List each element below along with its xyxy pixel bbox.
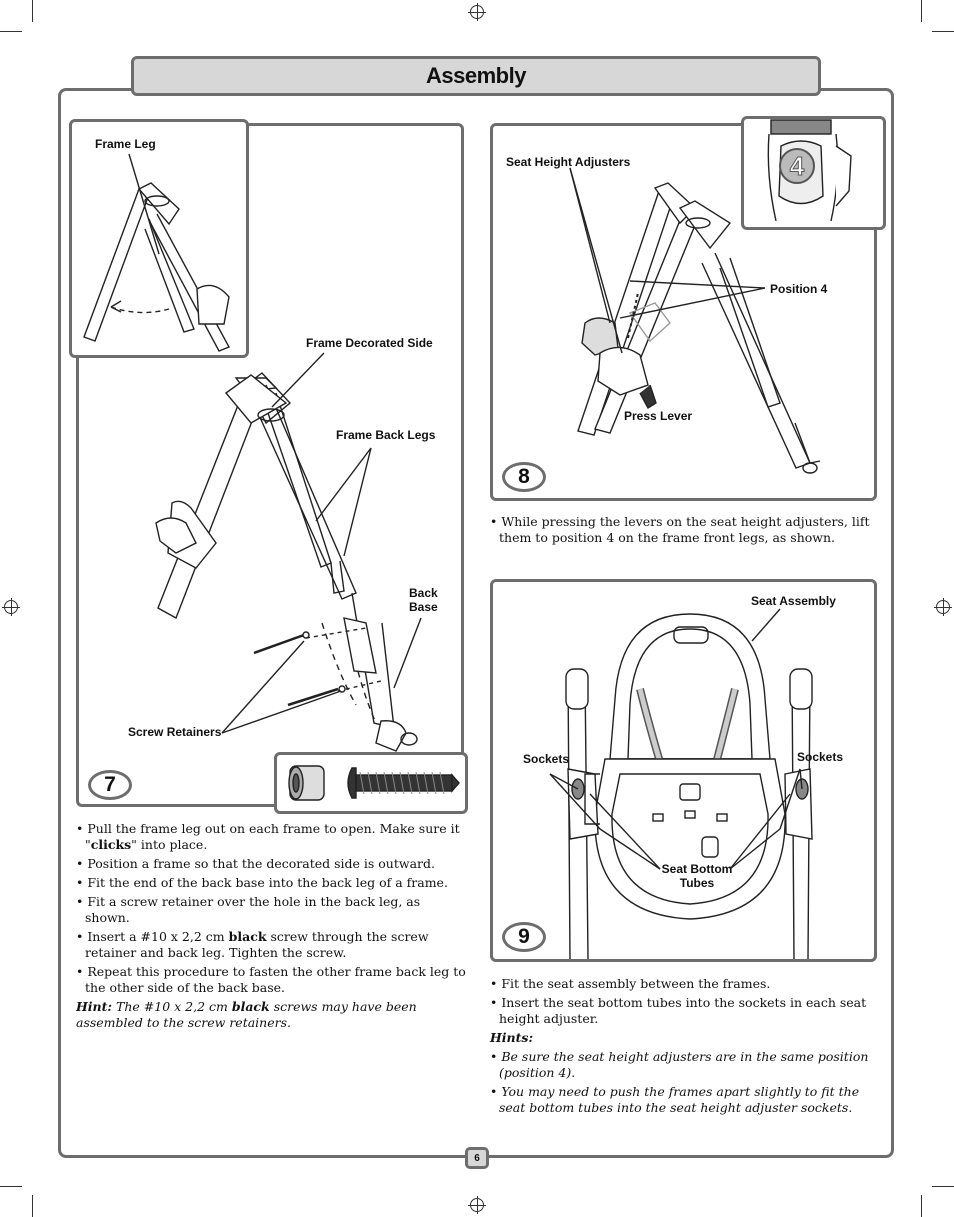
label-frame-back-legs: Frame Back Legs — [336, 428, 436, 442]
step7-panel — [76, 123, 464, 807]
label-frame-decorated-side: Frame Decorated Side — [306, 336, 433, 350]
instruction-item: • Fit the seat assembly between the fram… — [490, 976, 771, 991]
step9-instructions: • Fit the seat assembly between the fram… — [490, 976, 880, 1119]
step7-illustration — [155, 352, 422, 752]
step7-hint: Hint: The #10 x 2,2 cm black screws may … — [76, 999, 417, 1030]
screw-hardware-drawing — [288, 765, 460, 801]
label-press-lever: Press Lever — [624, 409, 693, 423]
step8-instructions: • While pressing the levers on the seat … — [490, 514, 880, 549]
step9-number: 9 — [502, 922, 546, 952]
step8-illustration — [569, 167, 821, 474]
crop-mark — [932, 1186, 954, 1187]
instruction-item: • Insert the seat bottom tubes into the … — [490, 995, 867, 1026]
instruction-item: • Fit the end of the back base into the … — [76, 875, 448, 890]
crop-mark — [932, 31, 954, 32]
hint-item: • Be sure the seat height adjusters are … — [490, 1049, 869, 1080]
page-title: Assembly — [426, 63, 526, 88]
position-4-badge: 4 — [779, 148, 815, 184]
step7-instructions: • Pull the frame leg out on each frame t… — [76, 821, 468, 1034]
instruction-item: • Position a frame so that the decorated… — [76, 856, 435, 871]
crop-mark — [32, 1195, 33, 1217]
label-seat-height-adjusters: Seat Height Adjusters — [506, 155, 631, 169]
crop-mark — [921, 0, 922, 22]
label-sockets-left: Sockets — [523, 752, 570, 766]
label-seat-bottom-tubes: Seat Bottom Tubes — [661, 862, 733, 890]
position-4-number: 4 — [789, 150, 805, 181]
crop-mark — [0, 31, 22, 32]
instruction-item: • Repeat this procedure to fasten the ot… — [76, 964, 466, 995]
label-position-4: Position 4 — [770, 282, 828, 296]
step9-hints-label: Hints: — [490, 1030, 534, 1045]
registration-mark — [2, 598, 20, 616]
crop-mark — [921, 1195, 922, 1217]
registration-mark — [468, 1196, 486, 1214]
page-number: 6 — [465, 1147, 489, 1169]
instruction-item: • Insert a #10 x 2,2 cm black screw thro… — [76, 929, 429, 960]
crop-mark — [32, 0, 33, 22]
hint-item: • You may need to push the frames apart … — [490, 1084, 860, 1115]
instruction-item: • Fit a screw retainer over the hole in … — [76, 894, 421, 925]
registration-mark — [934, 598, 952, 616]
step7-number: 7 — [88, 770, 132, 800]
frame-leg-inset-drawing — [83, 153, 230, 352]
instruction-item: • While pressing the levers on the seat … — [490, 514, 870, 545]
title-bar: Assembly — [131, 56, 821, 96]
crop-mark — [0, 1186, 22, 1187]
label-seat-assembly: Seat Assembly — [751, 594, 836, 608]
label-back-base: Back Base — [409, 586, 438, 614]
label-screw-retainers: Screw Retainers — [128, 725, 222, 739]
instruction-item: • Pull the frame leg out on each frame t… — [76, 821, 460, 852]
label-frame-leg: Frame Leg — [95, 137, 156, 151]
step8-number: 8 — [502, 462, 546, 492]
registration-mark — [468, 3, 486, 21]
label-sockets-right: Sockets — [797, 750, 844, 764]
step9-illustration — [549, 608, 813, 960]
